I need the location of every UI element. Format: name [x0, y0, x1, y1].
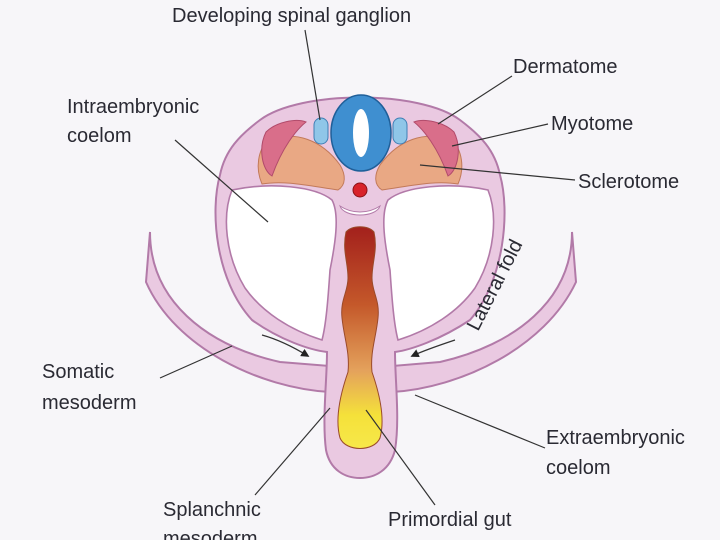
left-dermomyotome: [261, 119, 307, 177]
leader-dermatome: [437, 75, 513, 125]
right-fold-arrow: [410, 339, 456, 357]
right-intraembryonic-coelom: [383, 185, 495, 342]
notochord: [352, 182, 368, 198]
label-primordial-gut: Primordial gut: [388, 509, 512, 531]
label-intraembryonic-coelom-2: coelom: [67, 125, 131, 147]
label-developing-spinal-ganglion: Developing spinal ganglion: [172, 5, 411, 27]
primordial-gut: [337, 226, 383, 449]
leader-splanchnic-mesoderm: [254, 407, 331, 496]
right-dermomyotome: [413, 119, 459, 177]
label-splanchnic-mesoderm-2: mesoderm: [163, 528, 257, 540]
label-dermatome: Dermatome: [513, 56, 617, 78]
dorsal-aorta-slit: [339, 204, 381, 216]
leader-somatic-mesoderm: [159, 345, 233, 379]
leader-extraembryonic-coelom: [414, 394, 546, 449]
leader-primordial-gut: [365, 409, 436, 506]
label-somatic-mesoderm-2: mesoderm: [42, 392, 136, 414]
label-myotome: Myotome: [551, 113, 633, 135]
left-intraembryonic-coelom: [225, 185, 337, 342]
label-intraembryonic-coelom-1: Intraembryonic: [67, 96, 199, 118]
leader-spinal-ganglion: [304, 29, 321, 121]
label-splanchnic-mesoderm-1: Splanchnic: [163, 499, 261, 521]
left-fold-arrow: [261, 334, 310, 357]
label-somatic-mesoderm-1: Somatic: [42, 361, 114, 383]
leader-sclerotome: [419, 164, 576, 181]
left-spinal-ganglion: [313, 117, 329, 145]
label-sclerotome: Sclerotome: [578, 171, 679, 193]
label-extraembryonic-coelom-1: Extraembryonic: [546, 427, 685, 449]
label-extraembryonic-coelom-2: coelom: [546, 457, 610, 479]
neural-canal: [353, 109, 369, 157]
leader-myotome: [451, 123, 549, 147]
right-spinal-ganglion: [392, 117, 408, 145]
leader-intraembryonic-coelom: [174, 139, 269, 223]
